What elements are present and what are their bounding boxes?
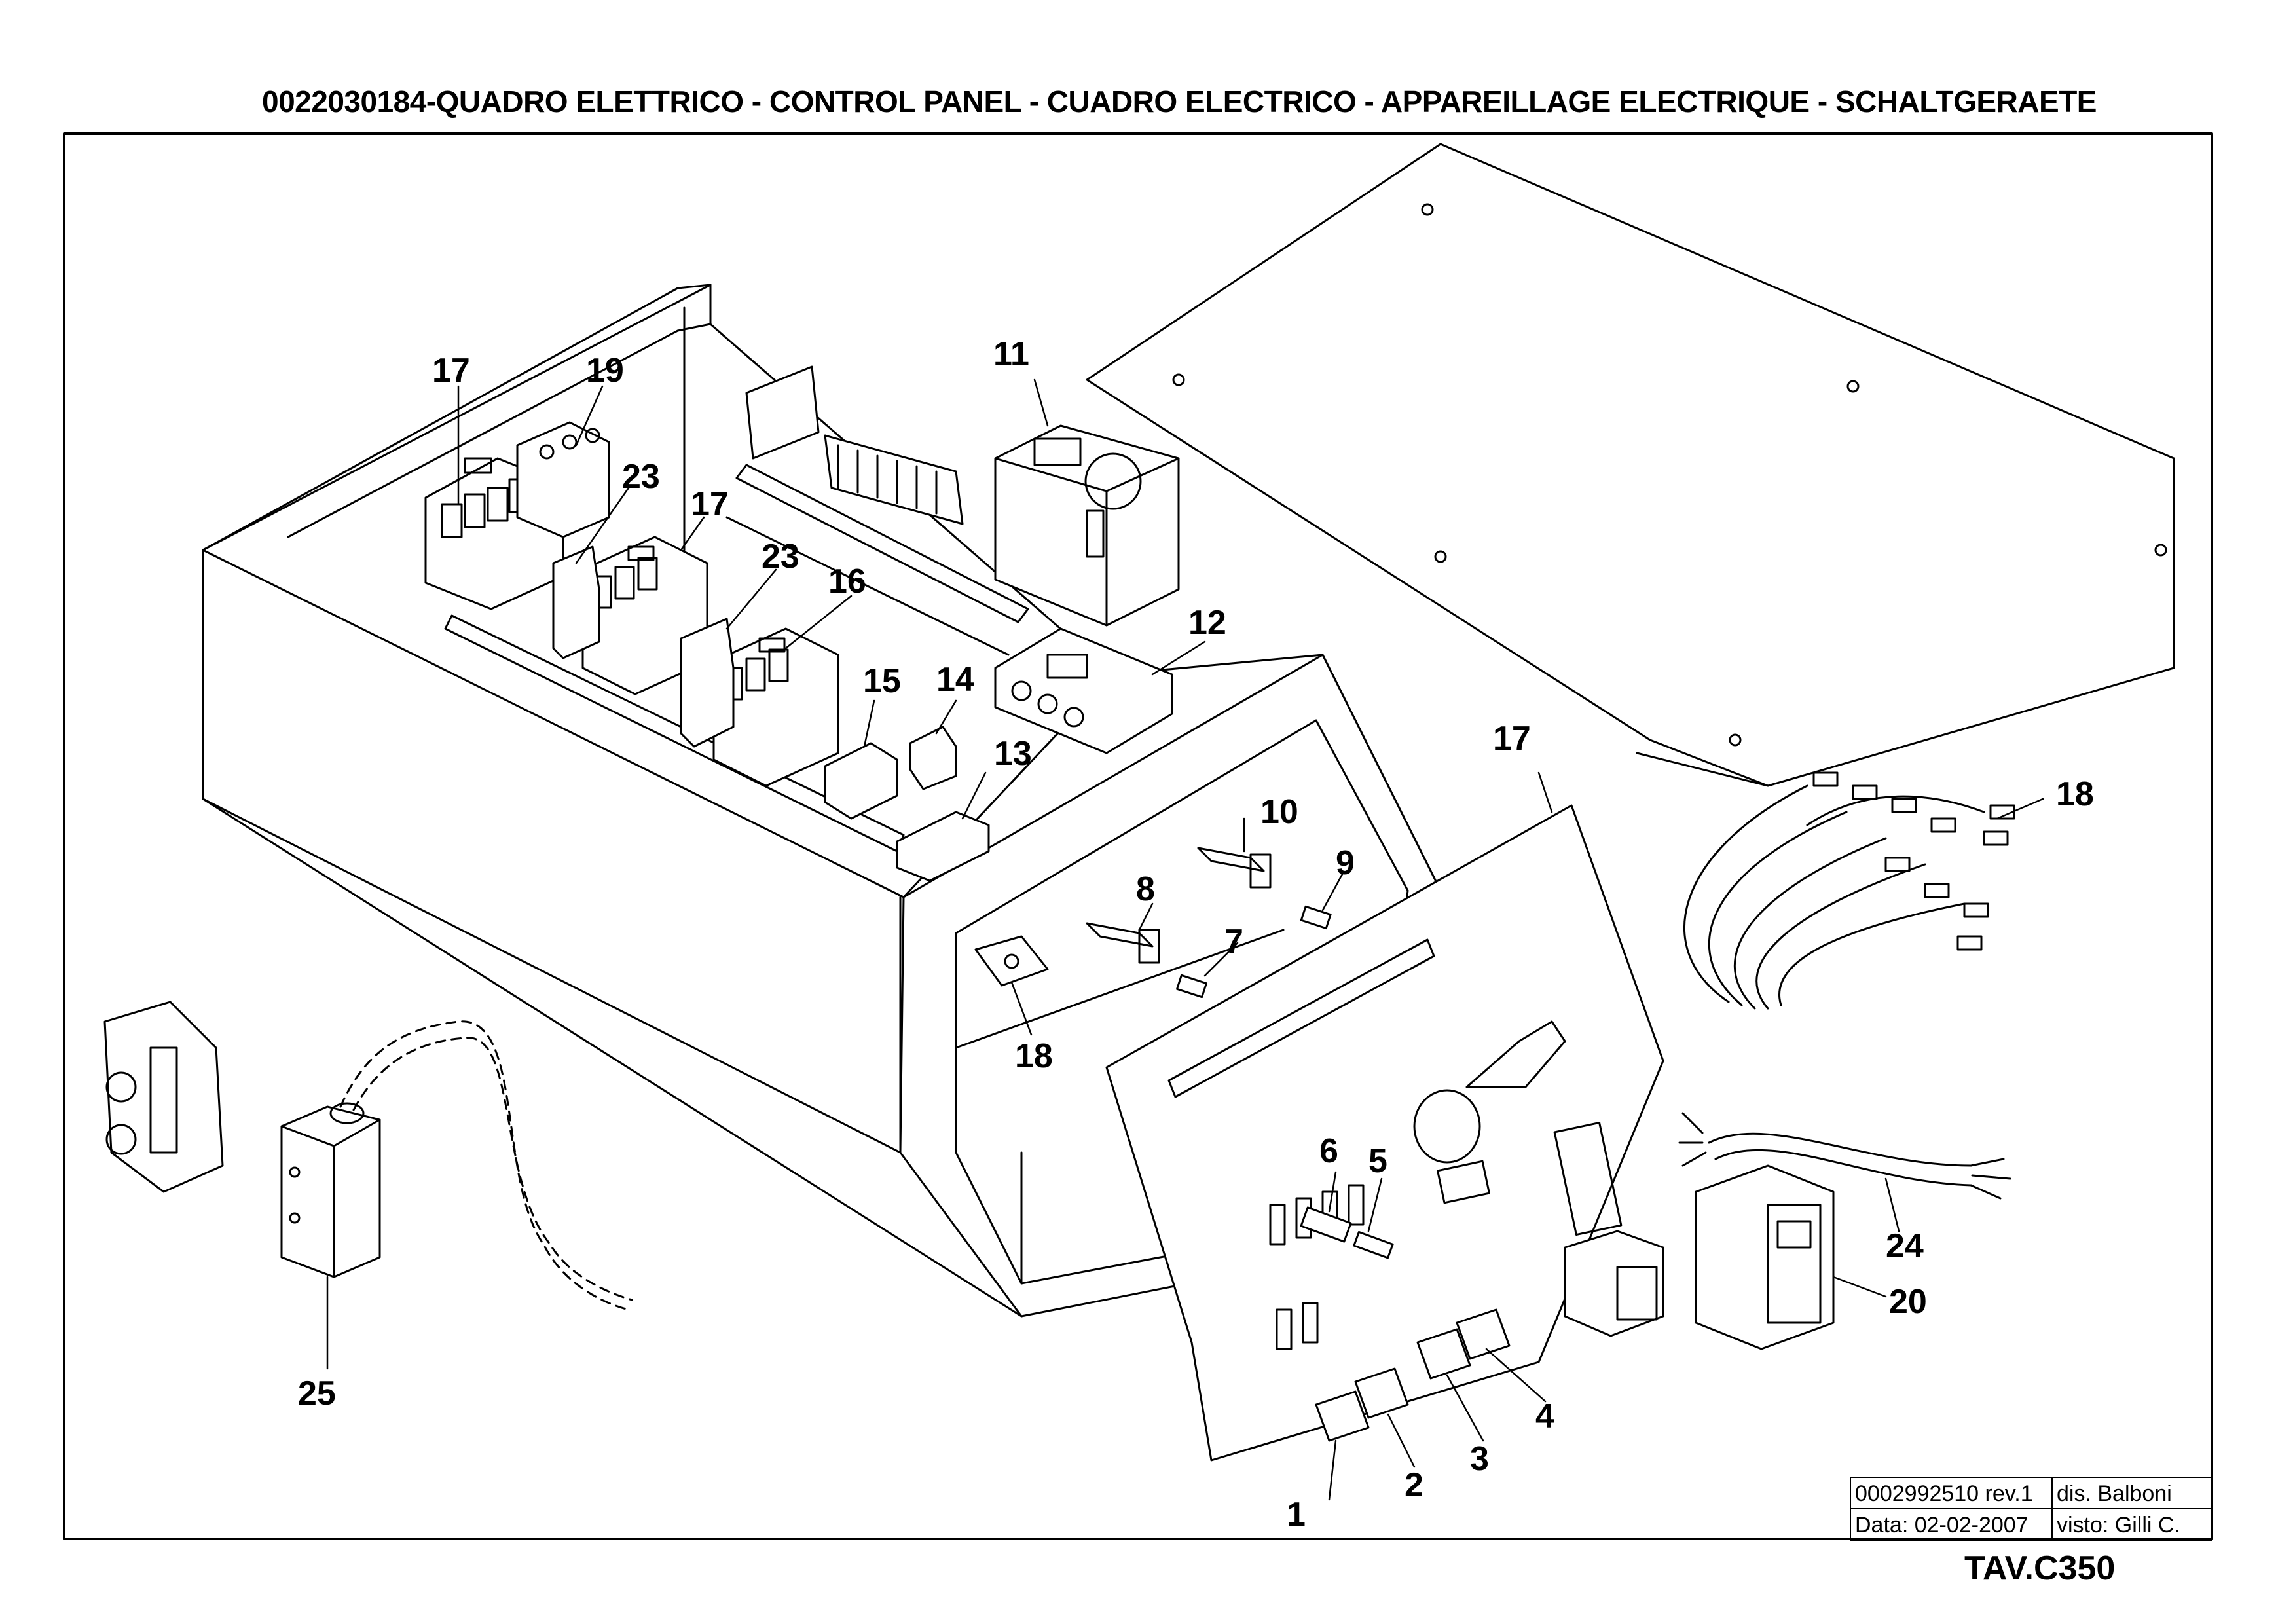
- callout-9: 9: [1336, 844, 1355, 882]
- callout-15: 15: [863, 662, 901, 700]
- cable-24: [1678, 1112, 2011, 1200]
- switch-1: [1315, 1390, 1370, 1442]
- callout-18: 17: [1493, 720, 1531, 758]
- relay-23-left: [552, 545, 600, 659]
- callout-11: 11: [993, 335, 1029, 373]
- callout-labels: 17 19 23 17 23 16 11 12 14 15 13 10 9 8 …: [298, 335, 2094, 1534]
- callout-22: 20: [1889, 1283, 1927, 1321]
- title-block-doc-number: 0002992510 rev.1: [1850, 1477, 2053, 1509]
- wiring-harness-19: [1683, 771, 2015, 1010]
- thermostat-small: [1564, 1230, 1664, 1337]
- callout-1: 1: [1287, 1496, 1306, 1534]
- thermostat-22: [1695, 1164, 1835, 1350]
- module-15: [824, 742, 898, 820]
- title-block-drawn-by: dis. Balboni: [2051, 1477, 2212, 1509]
- callout-4: 4: [1535, 1397, 1554, 1435]
- callout-25: 25: [298, 1375, 336, 1412]
- terminal-box-12: [994, 627, 1173, 754]
- callout-8: 8: [1136, 870, 1155, 908]
- terminal-strip-top: [745, 365, 964, 525]
- callout-14: 14: [936, 661, 974, 699]
- sheet-code: TAV.C350: [1964, 1549, 2116, 1587]
- callout-23-left: 23: [622, 458, 660, 496]
- title-block-checked-by: visto: Gilli C.: [2051, 1508, 2212, 1541]
- transformer-11: [994, 424, 1180, 627]
- lamp-holder-8: [1086, 922, 1160, 964]
- cover-panel: [1086, 143, 2175, 787]
- relay-base-13: [896, 811, 990, 882]
- switch-4: [1456, 1308, 1511, 1360]
- title-block-date: Data: 02-02-2007: [1850, 1508, 2053, 1541]
- lamp-holder-10: [1197, 847, 1272, 889]
- drawing-frame: [63, 132, 2213, 1540]
- callout-17-left: 17: [432, 352, 470, 390]
- callout-7: 7: [1224, 923, 1243, 961]
- clamp-20: [974, 935, 1049, 987]
- drawing-title: 0022030184-QUADRO ELETTRICO - CONTROL PA…: [262, 84, 2097, 119]
- relay-23-right: [680, 618, 735, 748]
- bulb-9: [1300, 905, 1332, 930]
- callout-17-right: 17: [691, 485, 729, 523]
- switch-2: [1354, 1367, 1409, 1419]
- callout-16: 16: [828, 563, 866, 600]
- callout-24: 24: [1886, 1227, 1924, 1265]
- callout-6: 6: [1319, 1132, 1338, 1170]
- callout-19: 18: [2056, 775, 2094, 813]
- callout-3: 3: [1470, 1440, 1489, 1478]
- callout-2: 2: [1405, 1466, 1423, 1504]
- callout-13: 13: [994, 735, 1032, 773]
- callout-20: 18: [1015, 1037, 1053, 1075]
- valve-assembly: [103, 1001, 224, 1193]
- fuse-holder-6: [1300, 1206, 1352, 1243]
- pressure-switch-25: [280, 1020, 633, 1311]
- terminal-block-21: [516, 421, 610, 538]
- contactor-17-right: [581, 536, 708, 695]
- callout-23-right: 23: [762, 538, 799, 576]
- leader-lines: [326, 378, 2044, 1501]
- fuse-5: [1353, 1230, 1394, 1259]
- callout-21: 19: [586, 352, 624, 390]
- bulb-7: [1176, 974, 1207, 999]
- callout-10: 10: [1260, 793, 1298, 831]
- callout-5: 5: [1368, 1142, 1387, 1180]
- module-14: [909, 726, 957, 790]
- front-panel-18: [1105, 804, 1664, 1462]
- switch-3: [1416, 1328, 1471, 1380]
- callout-12: 12: [1188, 604, 1226, 642]
